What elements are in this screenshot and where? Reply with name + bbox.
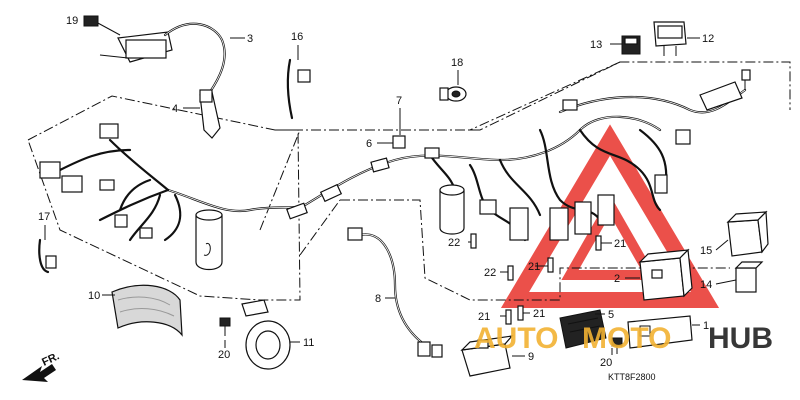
top-right-sensor — [699, 69, 751, 111]
callout-9: 9 — [528, 351, 534, 363]
callout-labels: 19 3 4 16 18 7 6 13 12 17 10 11 8 9 5 1 … — [38, 15, 714, 369]
front-direction-arrow: FR. — [22, 350, 61, 382]
front-arrow-label: FR. — [40, 350, 61, 368]
callout-7: 7 — [396, 95, 402, 107]
callout-22-lower: 22 — [484, 267, 496, 279]
watermark-hub: HUB — [708, 322, 773, 355]
harness-cover-cylinder — [195, 209, 223, 271]
callout-13: 13 — [590, 39, 602, 51]
callout-11: 11 — [303, 337, 314, 349]
callout-3: 3 — [247, 33, 253, 45]
spark-plug-cap — [199, 89, 221, 139]
callout-21-right: 21 — [614, 238, 626, 250]
callout-2: 2 — [614, 273, 620, 285]
callout-16: 16 — [291, 31, 303, 43]
assembly-outline — [27, 61, 791, 301]
foam-band-10 — [111, 284, 183, 337]
callout-21-lower-right: 21 — [533, 308, 545, 320]
callout-12: 12 — [702, 33, 714, 45]
bracket-9 — [460, 335, 514, 377]
control-unit-2 — [638, 248, 693, 301]
callout-1: 1 — [703, 320, 709, 332]
callout-14: 14 — [700, 279, 712, 291]
horn-11 — [241, 299, 291, 370]
fuses — [470, 233, 602, 325]
callout-5: 5 — [608, 309, 614, 321]
bolt-20-right — [611, 337, 623, 354]
callout-22-upper: 22 — [448, 237, 460, 249]
clip-6 — [392, 135, 406, 149]
callout-15: 15 — [700, 245, 712, 257]
callout-10: 10 — [88, 290, 100, 302]
watermark-moto: MOTO — [582, 322, 671, 355]
ignition-coil — [83, 15, 226, 94]
grommet-18 — [439, 86, 467, 102]
callout-6: 6 — [366, 138, 372, 150]
main-wire-harness — [39, 88, 747, 242]
callout-20-left: 20 — [218, 349, 230, 361]
center-condenser — [439, 184, 465, 235]
connector-1 — [627, 315, 693, 349]
wire-clip-17 — [38, 238, 57, 274]
callout-18: 18 — [451, 57, 463, 69]
bolt-20-left — [219, 317, 231, 336]
watermark-text: AUTO MOTO HUB — [474, 322, 773, 355]
callout-19: 19 — [66, 15, 78, 27]
callout-20-right: 20 — [600, 357, 612, 369]
callout-21-mid: 21 — [528, 261, 540, 273]
relay-12 — [653, 21, 687, 56]
callout-17: 17 — [38, 211, 50, 223]
wire-clip-16 — [286, 58, 311, 120]
callout-4: 4 — [172, 103, 178, 115]
leader-lines — [44, 37, 737, 357]
relay-13 — [621, 35, 641, 55]
watermark-auto: AUTO — [474, 322, 558, 355]
sub-harness-8 — [347, 227, 443, 358]
callout-21-lower-left: 21 — [478, 311, 490, 323]
drawing-code: KTT8F2800 — [608, 372, 656, 382]
relay-15 — [726, 210, 769, 257]
regulator-5 — [559, 309, 607, 349]
relay-14 — [734, 261, 764, 293]
relay-connector-cluster — [479, 129, 691, 241]
callout-8: 8 — [375, 293, 381, 305]
